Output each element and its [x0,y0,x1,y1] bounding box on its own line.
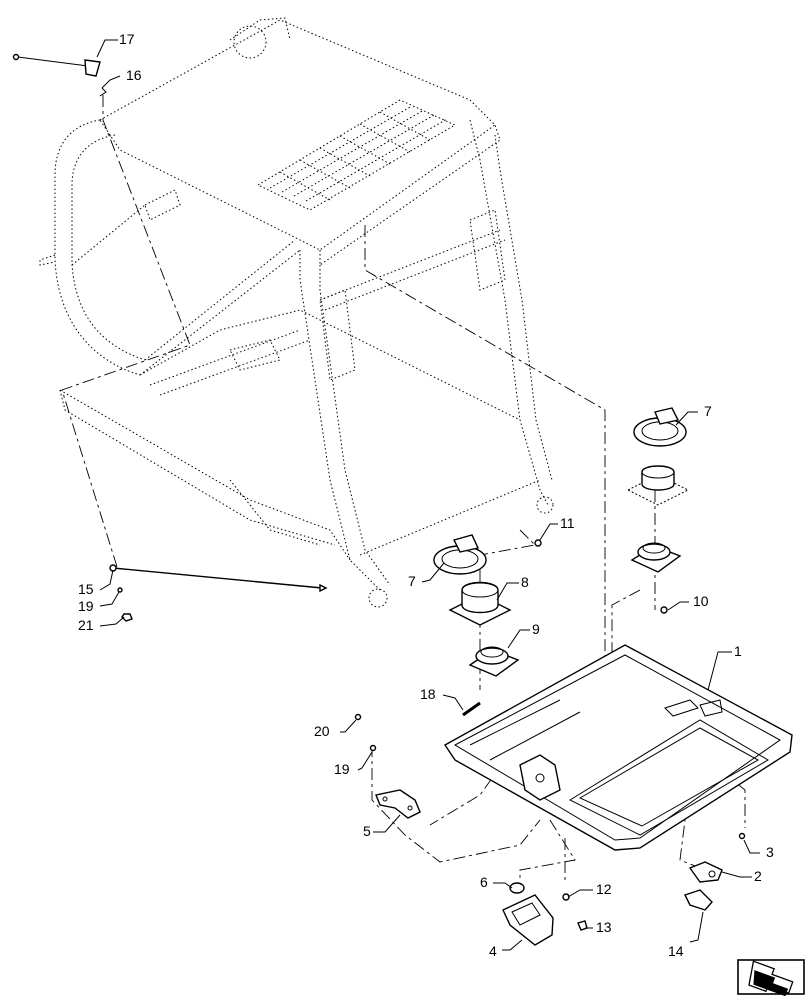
orientation-arrow-icon [737,959,805,997]
nut-13 [577,920,588,931]
callout-10: 10 [693,593,709,609]
catch-14 [684,889,713,911]
callout-13: 13 [596,919,612,935]
callout-18: 18 [420,686,436,702]
callout-11: 11 [560,515,575,531]
callout-7-right: 7 [704,403,712,419]
callout-6: 6 [480,874,488,890]
callout-7-left: 7 [408,573,416,589]
callout-19-right: 19 [334,761,350,777]
bolt-20 [354,713,362,721]
seal-ring-7-right [633,407,687,447]
washer-19b [369,744,377,752]
washer-12 [562,893,570,901]
leader-lines [96,39,760,951]
callout-19-left: 19 [78,598,94,614]
callout-21: 21 [78,617,94,633]
pin-18 [462,701,481,717]
latch-4 [502,882,554,946]
bracket-5 [375,789,421,819]
callout-4: 4 [489,943,497,959]
screw-3 [738,832,746,840]
mount-8-left [448,581,512,626]
callout-9: 9 [532,621,540,637]
cab-frame [39,17,554,608]
floor-pan [443,644,793,851]
washer-19a [117,587,123,593]
nut-21 [121,613,133,622]
callout-1: 1 [734,643,742,659]
seal-ring-7-left [433,534,487,575]
callout-20: 20 [314,723,330,739]
callout-12: 12 [596,881,612,897]
cable-assembly-17 [12,53,101,77]
mount-8-right [626,465,690,506]
nut-10 [660,606,668,614]
callout-3: 3 [766,844,774,860]
isolator-9-left [468,646,520,677]
rod-15 [109,564,328,593]
callout-15: 15 [78,581,94,597]
catch-2 [688,861,723,883]
callouts: 17 16 1 2 3 4 5 6 7 7 8 9 10 11 12 13 14… [78,31,774,959]
callout-17: 17 [119,31,135,47]
isolator-9-right [630,542,682,573]
callout-2: 2 [754,868,762,884]
callout-5: 5 [363,823,371,839]
callout-14: 14 [668,943,684,959]
nut-11 [534,539,542,547]
clip-16 [99,87,107,97]
callout-8: 8 [521,574,529,590]
callout-16: 16 [126,67,142,83]
